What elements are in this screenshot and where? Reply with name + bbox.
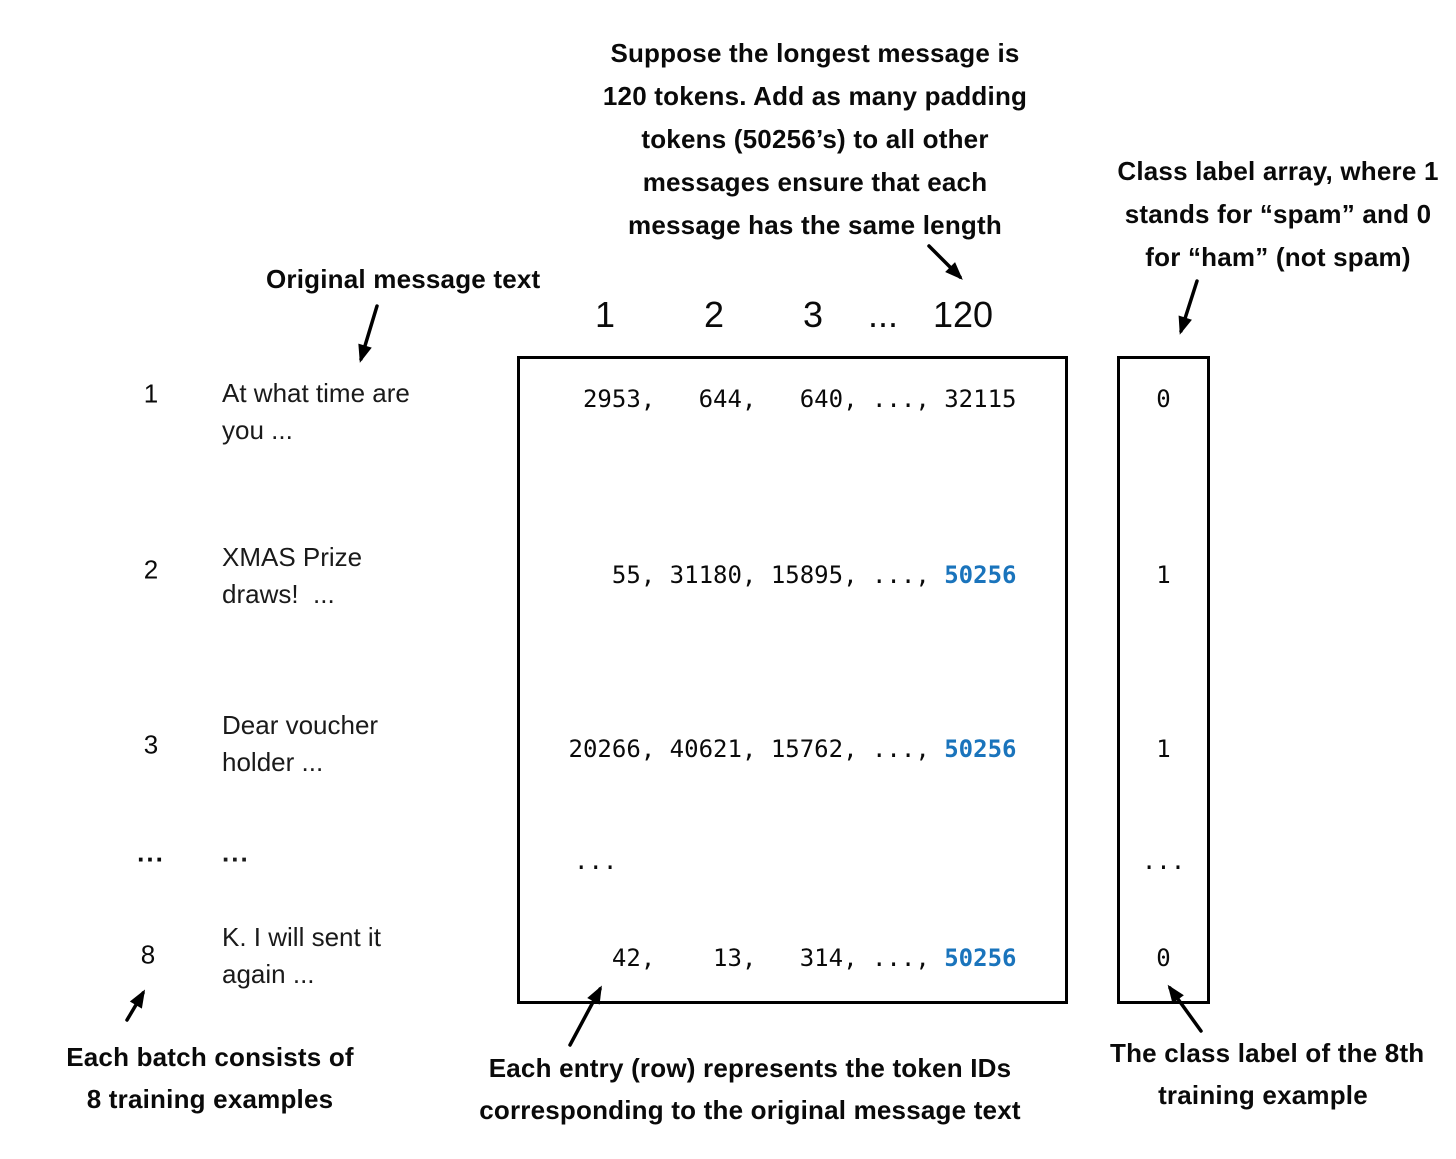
batch-annotation: Each batch consists of 8 training exampl… — [60, 1036, 360, 1120]
message-text-8: K. I will sent it again ... — [222, 922, 381, 989]
class-label-box — [1117, 356, 1210, 1004]
annotation-line: Suppose the longest message is — [610, 38, 1020, 68]
arrow-class-label-array — [1178, 279, 1199, 335]
padding-token: 50256 — [944, 561, 1017, 589]
arrow-padding-to-column-120 — [927, 244, 963, 280]
token-row-3: 20266, 40621, 15762, ..., 50256 — [568, 735, 1017, 763]
row-index-ellipsis: ... — [137, 837, 165, 868]
column-header-ellipsis: ... — [867, 294, 899, 335]
row-index-8: 8 — [140, 939, 156, 970]
annotation-line: Each batch consists of — [66, 1042, 354, 1072]
row-index-1: 1 — [143, 378, 159, 409]
token-row-1: 2953, 644, 640, ..., 32115 — [568, 385, 1017, 413]
column-header-3: 3 — [802, 294, 824, 335]
annotation-line: Original message text — [266, 264, 541, 294]
annotation-line: The class label of the 8th — [1110, 1038, 1425, 1068]
column-header-120: 120 — [932, 294, 994, 335]
annotation-line: message has the same length — [628, 210, 1002, 240]
annotation-line: for “ham” (not spam) — [1145, 242, 1411, 272]
class-label-2: 1 — [1156, 561, 1171, 589]
entry-annotation: Each entry (row) represents the token ID… — [450, 1047, 1050, 1131]
last-token: 32115 — [944, 385, 1017, 413]
annotation-line: corresponding to the original message te… — [479, 1095, 1021, 1125]
annotation-line: 120 tokens. Add as many padding — [602, 81, 1028, 111]
row-index-3: 3 — [143, 729, 159, 760]
message-text-2: XMAS Prize draws! ... — [222, 542, 363, 609]
class-label-3: 1 — [1156, 735, 1171, 763]
annotation-line: 8 training examples — [86, 1084, 334, 1114]
column-header-1: 1 — [594, 294, 616, 335]
message-text-3: Dear voucher holder ... — [222, 710, 379, 777]
row-index-2: 2 — [143, 554, 159, 585]
arrow-original-message — [358, 304, 379, 363]
class-label-annotation: Class label array, where 1 stands for “s… — [1100, 150, 1456, 279]
class-label-8th-annotation: The class label of the 8th training exam… — [1110, 1032, 1425, 1116]
annotation-line: stands for “spam” and 0 — [1124, 199, 1432, 229]
class-label-1: 0 — [1156, 385, 1171, 413]
token-matrix-box — [517, 356, 1068, 1004]
padding-token: 50256 — [944, 735, 1017, 763]
message-text-ellipsis: ... — [222, 837, 250, 868]
padding-annotation: Suppose the longest message is 120 token… — [520, 32, 1110, 247]
token-row-8: 42, 13, 314, ..., 50256 — [568, 944, 1017, 972]
annotation-line: tokens (50256’s) to all other — [641, 124, 989, 154]
column-header-2: 2 — [703, 294, 725, 335]
original-message-label: Original message text — [266, 258, 541, 301]
annotation-line: messages ensure that each — [642, 167, 988, 197]
annotation-line: Each entry (row) represents the token ID… — [488, 1053, 1012, 1083]
class-label-ellipsis: ... — [1141, 847, 1186, 875]
annotation-line: training example — [1158, 1080, 1368, 1110]
message-text-1: At what time are you ... — [222, 378, 410, 445]
class-label-8: 0 — [1156, 944, 1171, 972]
padding-token: 50256 — [944, 944, 1017, 972]
annotation-line: Class label array, where 1 — [1117, 156, 1439, 186]
arrow-batch-to-row-8 — [125, 989, 146, 1022]
token-row-2: 55, 31180, 15895, ..., 50256 — [568, 561, 1017, 589]
token-row-ellipsis: ... — [574, 847, 618, 875]
